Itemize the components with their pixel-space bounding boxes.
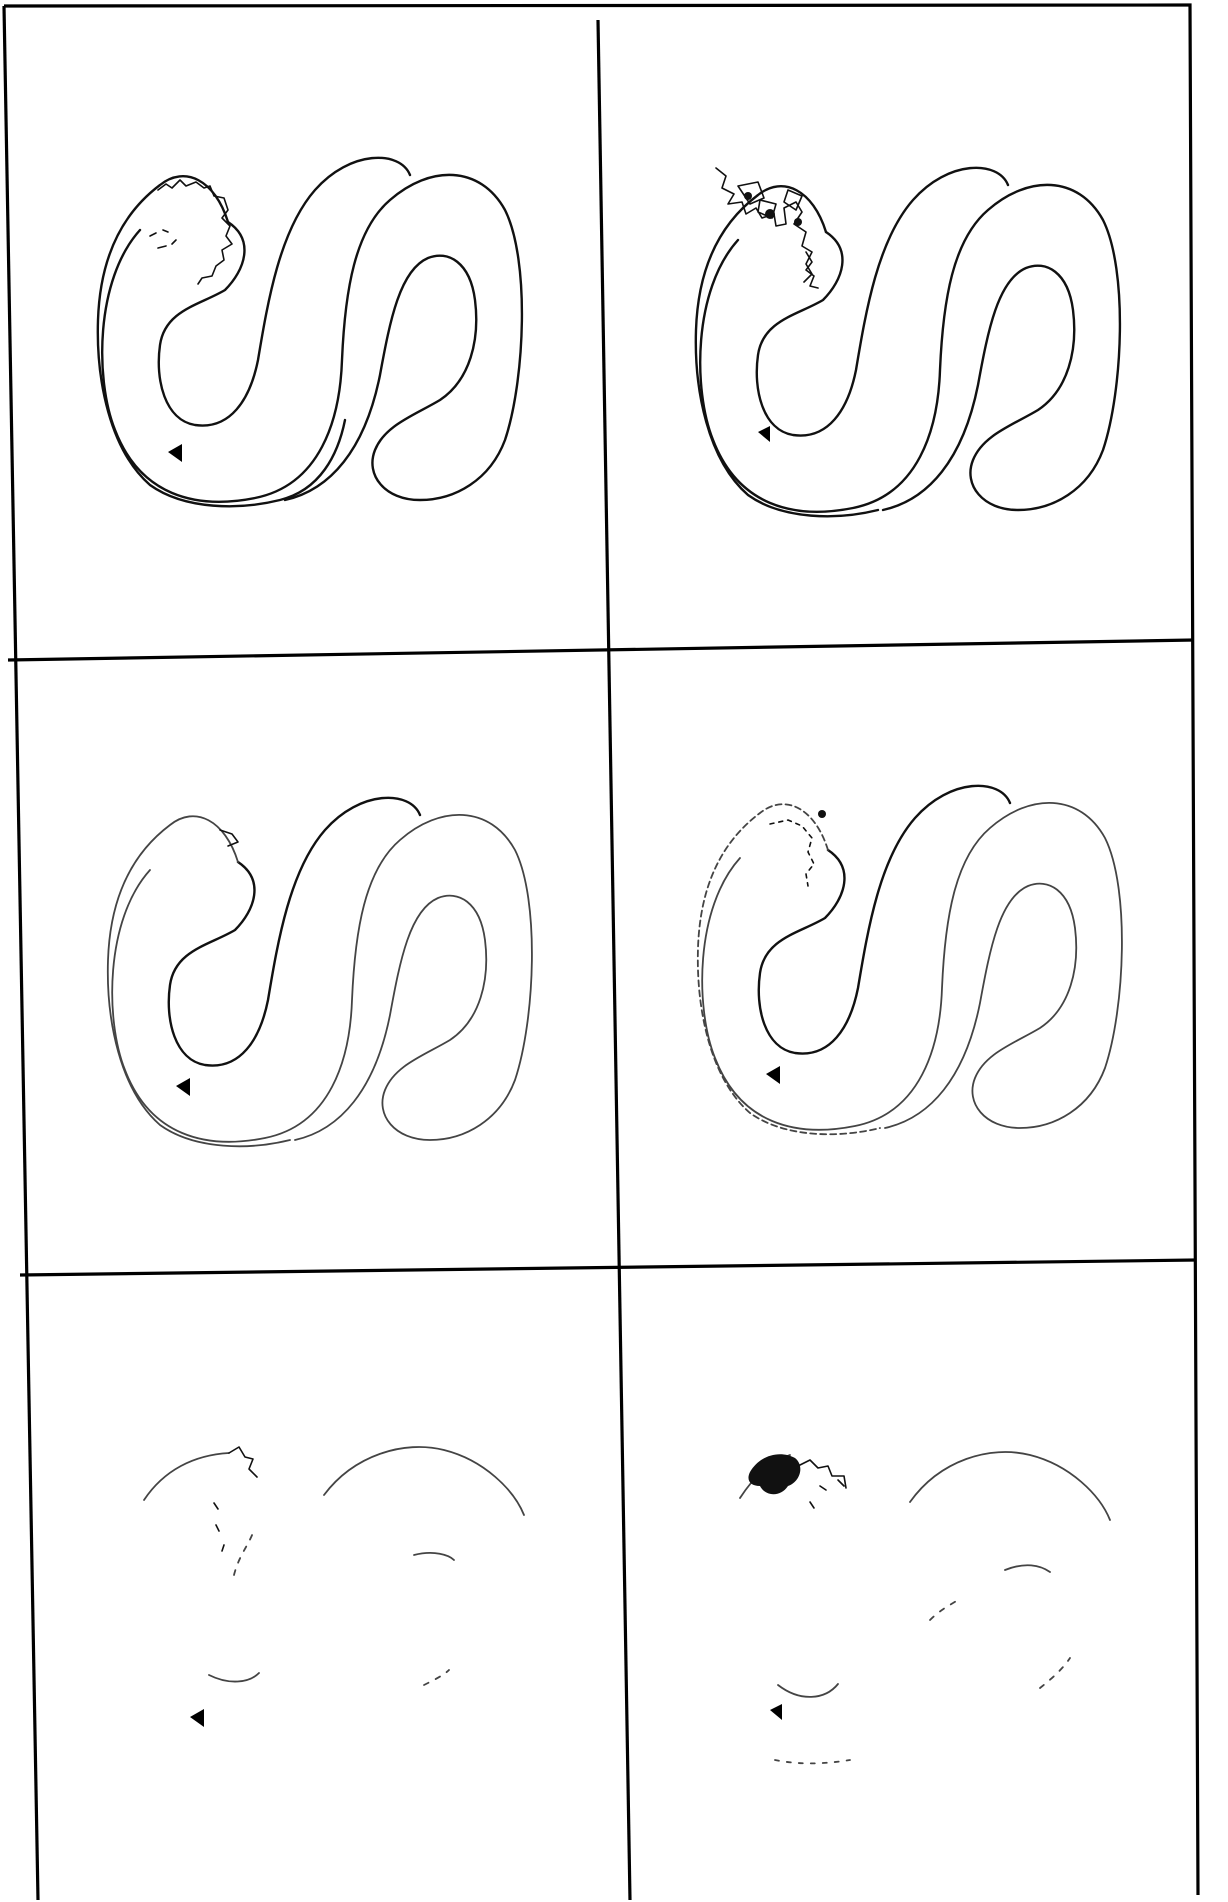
trace-node [765, 209, 775, 219]
frame-divider-row2 [20, 1260, 1196, 1275]
track-outer-boundary [102, 175, 522, 502]
trajectory-trace-extension [806, 252, 818, 288]
track-fragment [1005, 1565, 1050, 1572]
track-outer-loop [108, 816, 290, 1146]
track-outer-loop [98, 176, 345, 506]
track-fragment [1040, 1658, 1070, 1688]
robot-marker-icon [766, 1066, 780, 1084]
track-fragment [414, 1553, 454, 1560]
panel-6 [740, 1452, 1110, 1763]
track-outer-boundary [112, 815, 532, 1142]
trace-node [794, 218, 802, 226]
panel-1 [98, 158, 522, 506]
track-outer-loop [698, 804, 880, 1134]
track-outer-loop [696, 186, 878, 516]
frame-divider-vertical [598, 20, 630, 1900]
track-inner-boundary [757, 168, 1008, 436]
trajectory-trace [798, 1460, 846, 1508]
track-fragment [910, 1452, 1110, 1520]
track-fragment [234, 1530, 254, 1575]
track-inner-boundary [159, 158, 410, 426]
robot-marker-icon [176, 1078, 190, 1096]
panel-grid [4, 5, 1198, 1900]
track-outer-boundary [702, 803, 1122, 1130]
trajectory-trace [158, 180, 232, 284]
frame-divider-row1 [8, 640, 1194, 660]
track-fragment [775, 1760, 850, 1763]
trajectory-trace-dashes [150, 230, 176, 248]
track-fragment [424, 1670, 449, 1685]
panel-4 [698, 786, 1122, 1134]
trace-node [818, 810, 826, 818]
track-fragment [209, 1673, 259, 1682]
robot-marker-icon [190, 1709, 204, 1727]
robot-marker-icon [168, 444, 182, 462]
panel-5 [144, 1447, 524, 1727]
trace-node [744, 192, 752, 200]
panel-3 [108, 798, 532, 1146]
track-outer-boundary [700, 185, 1120, 512]
frame-outer-left [4, 6, 38, 1900]
trajectory-blob [748, 1454, 800, 1494]
track-fragment [324, 1447, 524, 1515]
trajectory-trace [770, 820, 814, 886]
track-inner-boundary [759, 786, 1010, 1054]
track-fragment [144, 1453, 229, 1500]
track-inner-boundary [169, 798, 420, 1066]
robot-marker-icon [758, 426, 770, 442]
panel-2 [696, 168, 1120, 516]
track-fragment [930, 1600, 958, 1620]
robot-marker-icon [770, 1704, 782, 1720]
track-fragment [778, 1684, 838, 1697]
trajectory-trace [214, 1447, 257, 1551]
